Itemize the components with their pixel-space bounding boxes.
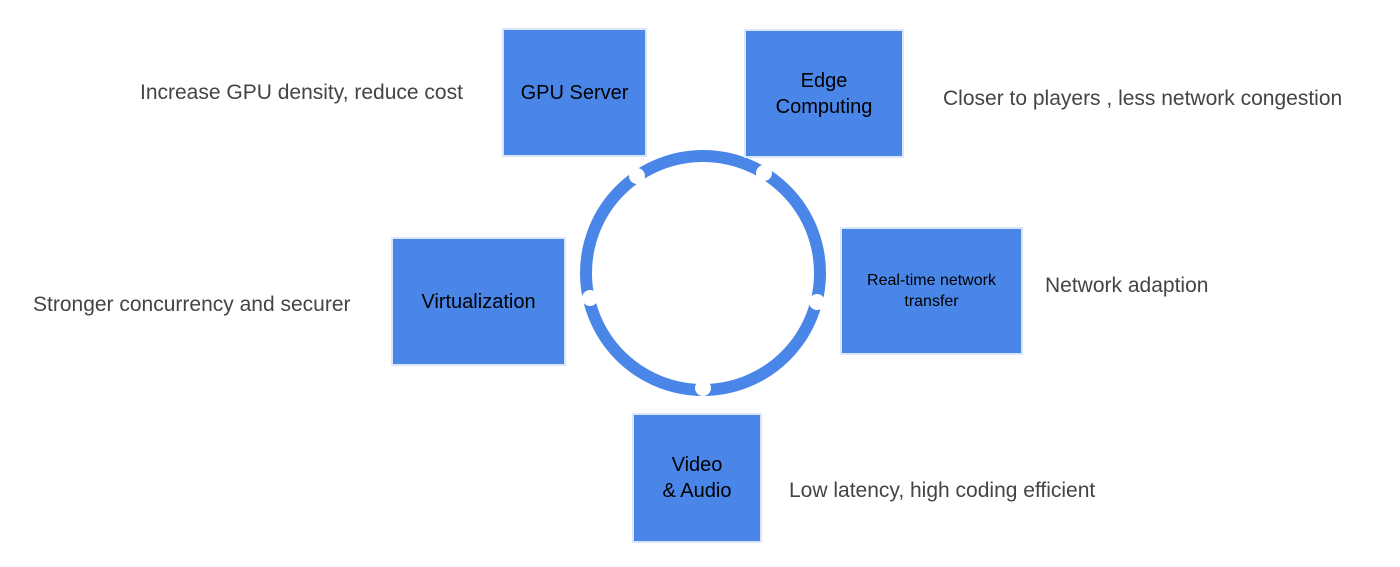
virtualization-description: Stronger concurrency and securer (33, 293, 351, 316)
connector-dot-edge (756, 165, 772, 181)
realtime-network-box: Real-time network transfer (840, 227, 1023, 355)
connector-dot-gpu (629, 168, 645, 184)
edge-computing-description: Closer to players , less network congest… (943, 87, 1343, 110)
connector-dot-network (809, 294, 825, 310)
realtime-network-label: Real-time network transfer (867, 270, 996, 312)
gpu-server-description: Increase GPU density, reduce cost (140, 81, 463, 104)
video-audio-box: Video & Audio (632, 413, 762, 543)
realtime-network-label-line1: Real-time network (867, 272, 996, 289)
video-audio-label: Video & Audio (663, 452, 732, 504)
edge-computing-label-line2: Computing (775, 95, 873, 118)
gpu-server-label: GPU Server (520, 81, 629, 104)
virtualization-label: Virtualization (421, 290, 536, 313)
edge-computing-label-line1: Edge (800, 69, 848, 92)
gpu-server-box: GPU Server (502, 28, 647, 157)
connector-dot-video (695, 380, 711, 396)
edge-computing-label: Edge Computing (776, 68, 873, 120)
cycle-circle (580, 150, 826, 396)
realtime-network-label-line2: transfer (904, 293, 959, 310)
video-audio-description: Low latency, high coding efficient (789, 479, 1096, 502)
video-audio-label-line1: Video (671, 454, 723, 476)
connector-dot-virtualization (582, 290, 598, 306)
edge-computing-box: Edge Computing (744, 29, 904, 158)
realtime-network-description: Network adaption (1045, 274, 1209, 297)
virtualization-box: Virtualization (391, 237, 566, 366)
video-audio-label-line2: & Audio (662, 480, 732, 502)
